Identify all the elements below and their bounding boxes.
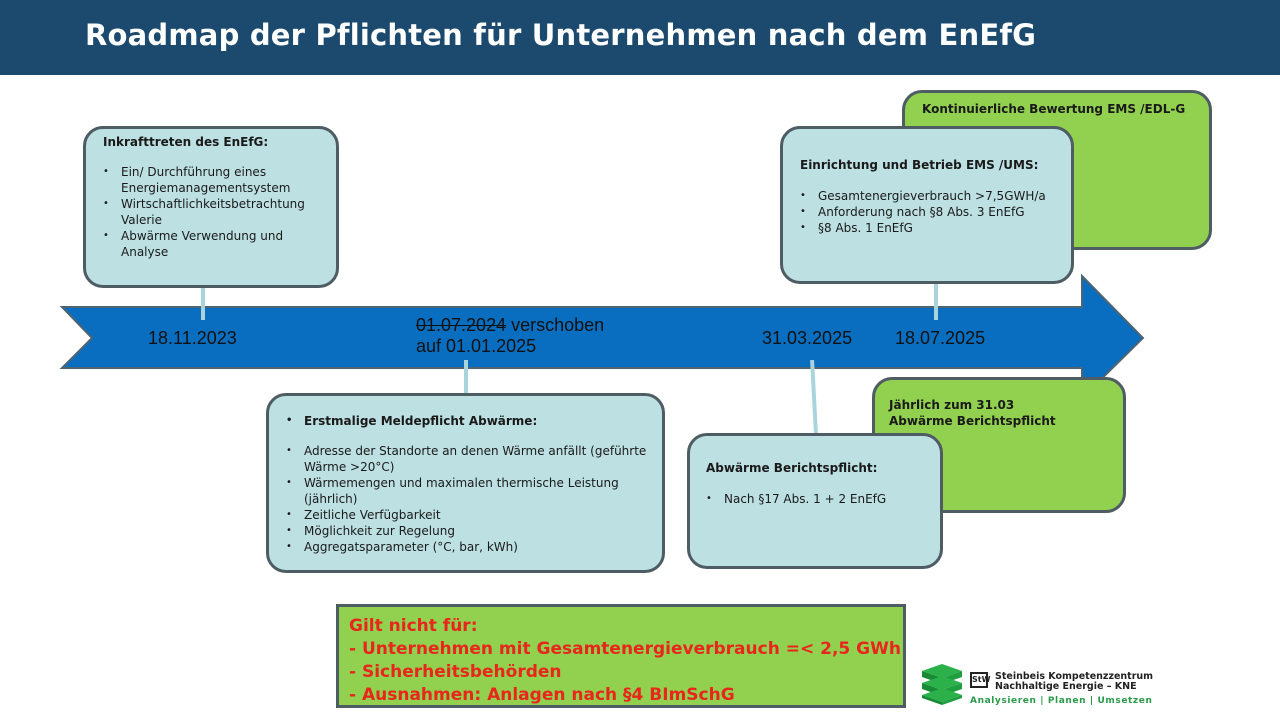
list-item: Anforderung nach §8 Abs. 3 EnEfG — [800, 204, 1063, 220]
logo-seal: StW — [970, 672, 990, 688]
list-item: Gesamtenergieverbrauch >7,5GWH/a — [800, 188, 1063, 204]
list-item: Ein/ Durchführung eines Energiemanagemen… — [103, 164, 328, 196]
box-title: Inkrafttreten des EnEfG: — [103, 135, 269, 149]
jaehrlich-line1: Jährlich zum 31.03 — [889, 398, 1015, 412]
date-suffix: verschoben — [506, 315, 605, 335]
box-inkrafttreten: Inkrafttreten des EnEfG: Ein/ Durchführu… — [83, 126, 339, 288]
date-18-07-2025: 18.07.2025 — [895, 328, 986, 348]
box-meldepflicht: Erstmalige Meldepflicht Abwärme: Adresse… — [266, 393, 665, 573]
meldepflicht-title-list: Erstmalige Meldepflicht Abwärme: — [286, 413, 654, 429]
box-berichtspflicht: Abwärme Berichtspflicht: Nach §17 Abs. 1… — [687, 433, 943, 569]
date-31-03-2025: 31.03.2025 — [762, 328, 853, 348]
note-line: - Ausnahmen: Anlagen nach §4 BImSchG — [349, 685, 735, 705]
note-line: - Sicherheitsbehörden — [349, 662, 562, 682]
list-item: Nach §17 Abs. 1 + 2 EnEfG — [706, 491, 932, 507]
exemption-note: Gilt nicht für: - Unternehmen mit Gesamt… — [336, 604, 906, 708]
list-item: Abwärme Verwendung und Analyse — [103, 228, 328, 260]
date-verschoben: 01.07.2024 verschoben auf 01.01.2025 — [416, 315, 604, 357]
logo-line2: Nachhaltige Energie – KNE — [995, 681, 1137, 692]
box-title: Kontinuierliche Bewertung EMS /EDL-G — [922, 102, 1186, 116]
steinbeis-logo: StW Steinbeis Kompetenzzentrum Nachhalti… — [920, 660, 1180, 710]
ems-list: Gesamtenergieverbrauch >7,5GWH/a Anforde… — [800, 188, 1063, 236]
stacked-layers-icon — [922, 664, 962, 705]
list-item: Wärmemengen und maximalen thermische Lei… — [286, 475, 654, 507]
date-struck: 01.07.2024 — [416, 315, 507, 335]
logo-line1: Steinbeis Kompetenzzentrum — [995, 671, 1154, 682]
note-line: - Unternehmen mit Gesamtenergieverbrauch… — [349, 639, 901, 659]
date-18-11-2023: 18.11.2023 — [148, 328, 237, 348]
header-bar: Roadmap der Pflichten für Unternehmen na… — [0, 0, 1280, 75]
logo-tagline: Analysieren | Planen | Umsetzen — [970, 696, 1153, 706]
list-item: Möglichkeit zur Regelung — [286, 523, 654, 539]
note-line: Gilt nicht für: — [349, 616, 478, 636]
list-item: Zeitliche Verfügbarkeit — [286, 507, 654, 523]
connector-meldepflicht — [464, 360, 468, 395]
jaehrlich-line2: Abwärme Berichtspflicht — [889, 414, 1056, 428]
box-title: Erstmalige Meldepflicht Abwärme: — [286, 413, 654, 429]
berichtspflicht-list: Nach §17 Abs. 1 + 2 EnEfG — [706, 491, 932, 507]
list-item: Adresse der Standorte an denen Wärme anf… — [286, 443, 654, 475]
box-ems-ums: Einrichtung und Betrieb EMS /UMS: Gesamt… — [780, 126, 1074, 284]
list-item: Wirtschaftlichkeitsbetrachtung Valerie — [103, 196, 328, 228]
box-title: Abwärme Berichtspflicht: — [706, 461, 878, 475]
inkrafttreten-list: Ein/ Durchführung eines Energiemanagemen… — [103, 164, 328, 260]
page-title: Roadmap der Pflichten für Unternehmen na… — [85, 18, 1037, 52]
connector-inkrafttreten — [201, 285, 205, 320]
list-item: Aggregatsparameter (°C, bar, kWh) — [286, 539, 654, 555]
list-item: §8 Abs. 1 EnEfG — [800, 220, 1063, 236]
box-title: Einrichtung und Betrieb EMS /UMS: — [800, 158, 1039, 172]
date-new: auf 01.01.2025 — [416, 336, 537, 356]
connector-ems — [934, 282, 938, 320]
meldepflicht-list: Adresse der Standorte an denen Wärme anf… — [286, 443, 654, 555]
